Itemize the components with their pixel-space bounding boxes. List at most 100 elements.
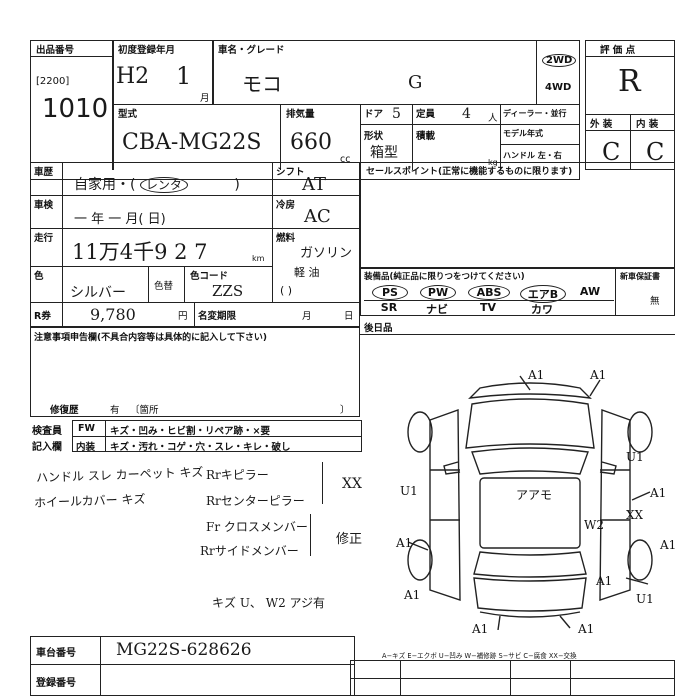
cap-value: 4 xyxy=(462,106,471,122)
sales-box xyxy=(360,162,675,268)
category-label: 車歴 xyxy=(34,167,54,178)
category-value: 自家用・( レンタ ) xyxy=(74,177,240,193)
color-change-label: 色替 xyxy=(154,281,174,292)
cc-label: 排気量 xyxy=(286,109,315,120)
cc-unit: cc xyxy=(340,154,351,165)
grade: G xyxy=(408,72,423,93)
name-day: 日 xyxy=(344,311,354,322)
chassis-label: 車台番号 xyxy=(36,648,76,659)
type-label: 型式 xyxy=(118,109,138,120)
equipment-box xyxy=(360,268,675,316)
chassis-value: MG22S-628626 xyxy=(116,640,252,660)
damage-mark-8: A1 xyxy=(660,538,677,552)
interior-label: 内装 xyxy=(76,442,96,453)
after-label: 後日品 xyxy=(364,323,393,334)
shift-value: AT xyxy=(302,174,327,195)
rear-hatch xyxy=(473,577,587,612)
roof xyxy=(479,477,581,549)
comment-bracket xyxy=(322,462,324,504)
equip-navi: ナビ xyxy=(426,303,448,316)
score-value: R xyxy=(618,64,641,99)
damage-mark-6: XX xyxy=(626,508,644,522)
damage-mark-13: A1 xyxy=(578,622,595,636)
load-label: 積載 xyxy=(416,131,436,142)
mileage-value: 11万4千9 2 7 xyxy=(72,240,208,264)
cap-unit: 人 xyxy=(488,113,498,124)
equip-ps: PS xyxy=(372,285,408,300)
comment-1: ハンドル スレ カーペット キズ xyxy=(35,465,204,485)
shift-label: シフト xyxy=(276,167,305,178)
recycle-unit: 円 xyxy=(178,311,188,322)
lot-label: 出品番号 xyxy=(36,45,75,56)
notes-title: 注意事項申告欄(不具合内容等は具体的に記入して下さい) xyxy=(34,333,267,343)
damage-mark-3: U1 xyxy=(400,484,418,498)
fuel-alt: 軽 油 xyxy=(294,266,320,279)
damage-mark-11: U1 xyxy=(636,592,654,606)
damage-mark-7: W2 xyxy=(584,518,604,532)
inspector-label-2: 記入欄 xyxy=(32,442,62,453)
color-value: シルバー xyxy=(70,285,126,301)
score-label: 評 価 点 xyxy=(600,45,636,56)
fuel-label: 燃料 xyxy=(276,233,296,244)
repair-label: 修復歴 xyxy=(50,405,79,416)
type-value: CBA-MG22S xyxy=(122,130,262,155)
comment-8: キズ U、 W2 アジ有 xyxy=(212,596,326,610)
int-grade: C xyxy=(646,138,665,166)
inspector-line-1: キズ・凹み・ヒビ割・リペア跡・×要 xyxy=(110,426,270,437)
repair-value: 有 xyxy=(110,405,120,416)
equip-kawa: カワ xyxy=(531,303,553,316)
model-name: モコ xyxy=(242,72,282,96)
ac-value: AC xyxy=(304,206,331,227)
door-label: ドア xyxy=(364,109,384,120)
fuel-value: ガソリン xyxy=(300,246,353,261)
name-month: 月 xyxy=(302,311,312,322)
drive-2wd: 2WD xyxy=(542,54,577,67)
fuel-paren: ( ) xyxy=(280,284,293,297)
equip-pw: PW xyxy=(420,285,456,300)
category-circled: レンタ xyxy=(139,177,188,193)
header-box xyxy=(30,40,580,180)
repair-extra: 〔箇所 xyxy=(130,405,159,416)
name-change-label: 名変期限 xyxy=(198,311,237,322)
sales-title: セールスポイント(正常に機能するものに限ります) xyxy=(366,167,573,177)
model-year-label: モデル年式 xyxy=(503,129,543,138)
equipment-title: 装備品(純正品に限りつをつけてください) xyxy=(364,272,525,282)
wheel-rr xyxy=(627,539,653,581)
cc-value: 660 xyxy=(290,130,332,155)
int-label: 内 装 xyxy=(636,119,659,130)
handle-label: ハンドル 左・右 xyxy=(503,151,562,160)
equip-tv: TV xyxy=(479,301,497,314)
damage-mark-4: A1 xyxy=(650,486,667,500)
rear-window xyxy=(473,551,587,578)
damage-mark-2: A1 xyxy=(590,368,607,382)
inspector-label-1: 検査員 xyxy=(32,426,62,437)
color-code: ZZS xyxy=(212,282,244,300)
recycle-value: 9,780 xyxy=(90,305,136,324)
reg-label: 初度登録年月 xyxy=(118,45,176,56)
comment-bracket-2 xyxy=(310,514,312,556)
comment-2: ホイールカバー キズ xyxy=(33,492,146,510)
reg-era: H2 xyxy=(116,64,150,89)
comment-9: XX xyxy=(342,476,362,492)
ext-grade: C xyxy=(602,138,621,166)
wheel-fl xyxy=(407,411,433,453)
right-side xyxy=(599,409,631,601)
reg-number-label: 登録番号 xyxy=(36,678,76,689)
car-diagram xyxy=(407,375,653,630)
model-label: 車名・グレード xyxy=(218,45,285,56)
chassis-box xyxy=(30,636,355,696)
mileage-unit: km xyxy=(252,254,265,263)
left-side xyxy=(429,409,461,601)
hood xyxy=(465,398,595,449)
reg-month: 1 xyxy=(176,62,192,90)
inspector-line-2: キズ・汚れ・コゲ・穴・スレ・キレ・破し xyxy=(110,442,291,453)
equip-sr: SR xyxy=(380,301,398,314)
damage-mark-5: A1 xyxy=(396,536,413,550)
reg-month-unit: 月 xyxy=(200,93,210,104)
windshield xyxy=(471,447,589,475)
lot-sub-number: [2200] xyxy=(36,76,70,87)
wheel-rl xyxy=(407,539,433,581)
notes-box xyxy=(30,327,360,417)
damage-mark-1: A1 xyxy=(528,368,545,382)
